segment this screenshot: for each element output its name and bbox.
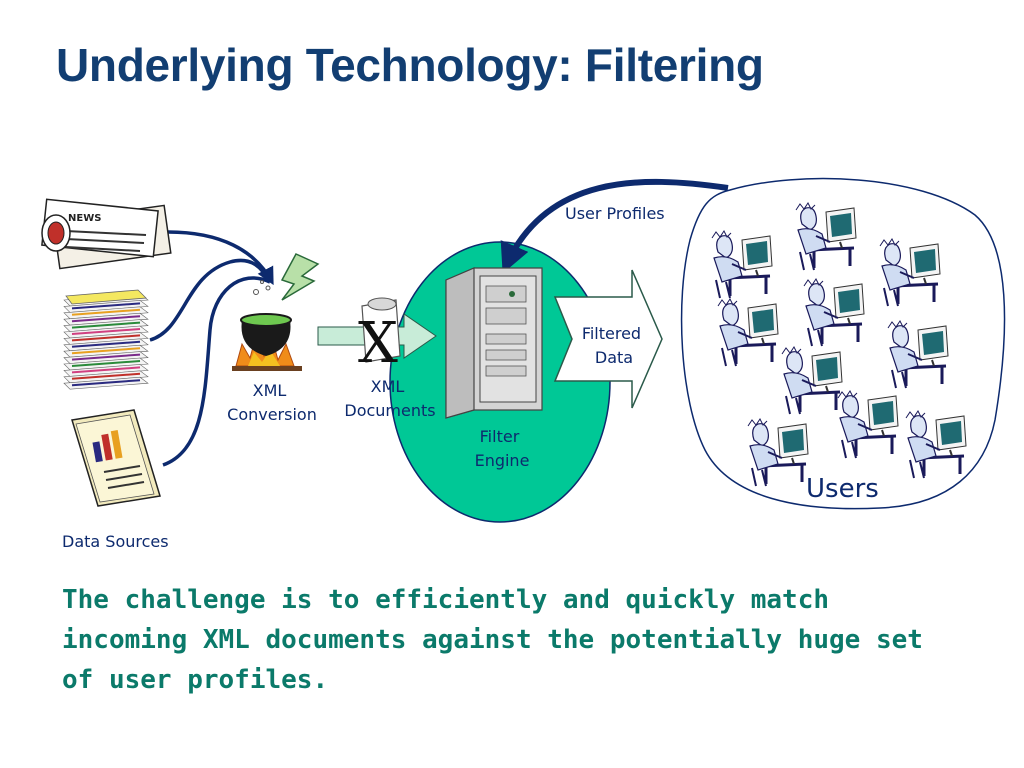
user-computer-icon — [905, 410, 967, 479]
document-stack-icon — [63, 289, 149, 390]
filtered-data-label: Filtered Data — [582, 324, 646, 367]
filter-engine-label-line1: Filter — [480, 427, 520, 446]
connector-newspaper — [167, 230, 274, 286]
user-computer-icon — [747, 418, 809, 487]
xml-document-icon: X — [358, 297, 401, 376]
user-profiles-arrow — [500, 178, 729, 274]
slide-title: Underlying Technology: Filtering — [56, 39, 764, 91]
filter-engine-label-line2: Engine — [475, 451, 530, 470]
lightning-icon — [280, 253, 320, 301]
user-computer-icon — [837, 390, 899, 459]
connector-documents — [149, 258, 272, 342]
filtered-data-label-line1: Filtered — [582, 324, 641, 343]
filtered-data-label-line2: Data — [595, 348, 633, 367]
user-computer-icon — [781, 346, 843, 415]
challenge-text: The challenge is to efficiently and quic… — [62, 585, 923, 695]
user-computer-icon — [795, 202, 857, 271]
user-computer-icon — [803, 278, 865, 347]
xml-conversion-label-line1: XML — [253, 381, 287, 400]
xml-documents-label: XML Documents — [344, 377, 435, 420]
report-chart-icon — [71, 409, 161, 507]
users-group — [711, 202, 967, 487]
filtered-data-arrow — [553, 269, 663, 409]
xml-documents-label-line2: Documents — [344, 401, 435, 420]
newspaper-masthead: NEWS — [68, 213, 101, 224]
xml-conversion-label: XML Conversion — [227, 381, 317, 424]
newspaper-icon: NEWS — [41, 198, 172, 270]
xml-documents-label-line1: XML — [371, 377, 405, 396]
server-tower-icon — [445, 267, 543, 419]
filter-engine-label: Filter Engine — [475, 427, 530, 470]
user-profiles-label: User Profiles — [565, 204, 665, 223]
connector-report — [162, 276, 271, 467]
users-label: Users — [806, 474, 879, 504]
xml-letter: X — [358, 311, 398, 376]
data-sources-label: Data Sources — [62, 532, 169, 551]
user-computer-icon — [879, 238, 941, 307]
xml-conversion-label-line2: Conversion — [227, 405, 317, 424]
user-computer-icon — [717, 298, 779, 367]
user-computer-icon — [711, 230, 773, 299]
user-computer-icon — [887, 320, 949, 389]
cauldron-icon — [232, 280, 302, 371]
